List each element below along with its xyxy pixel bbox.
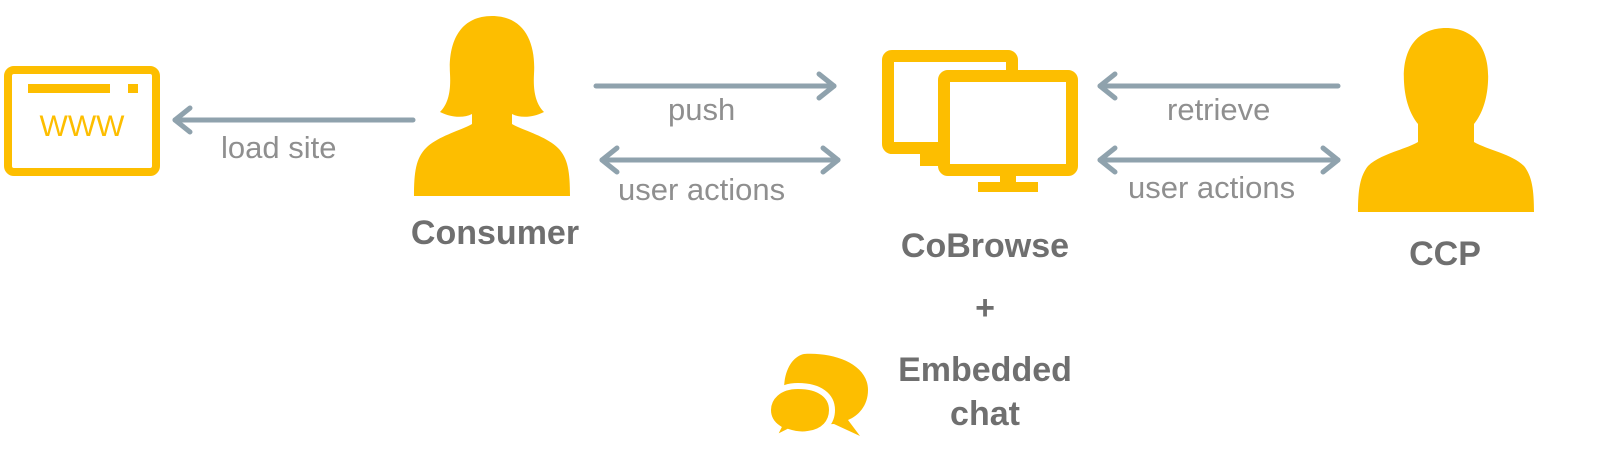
- retrieve-arrow: [1097, 71, 1341, 101]
- chat-bubbles-icon: [764, 350, 874, 447]
- embedded-chat-label-line2: chat: [950, 395, 1020, 433]
- load-site-label: load site: [221, 130, 337, 165]
- browser-window-icon: WWW: [4, 66, 160, 176]
- agent-person-icon: [1356, 26, 1536, 212]
- load-site-arrow: [172, 105, 416, 135]
- consumer-person-icon: [408, 12, 576, 196]
- consumer-label: Consumer: [410, 214, 580, 252]
- push-arrow: [593, 71, 837, 101]
- embedded-chat-label-line1: Embedded: [898, 351, 1072, 389]
- cobrowse-monitors-icon: [880, 48, 1080, 196]
- user-actions-right-label: user actions: [1128, 170, 1296, 205]
- user-actions-left-label: user actions: [618, 172, 786, 207]
- user-actions-left-arrow: [599, 145, 841, 175]
- ccp-label: CCP: [1409, 235, 1481, 273]
- plus-sign: +: [975, 289, 995, 327]
- www-text: WWW: [40, 110, 126, 143]
- cobrowse-label: CoBrowse: [900, 227, 1070, 265]
- retrieve-label: retrieve: [1167, 92, 1271, 127]
- user-actions-right-arrow: [1097, 145, 1341, 175]
- push-label: push: [668, 92, 736, 127]
